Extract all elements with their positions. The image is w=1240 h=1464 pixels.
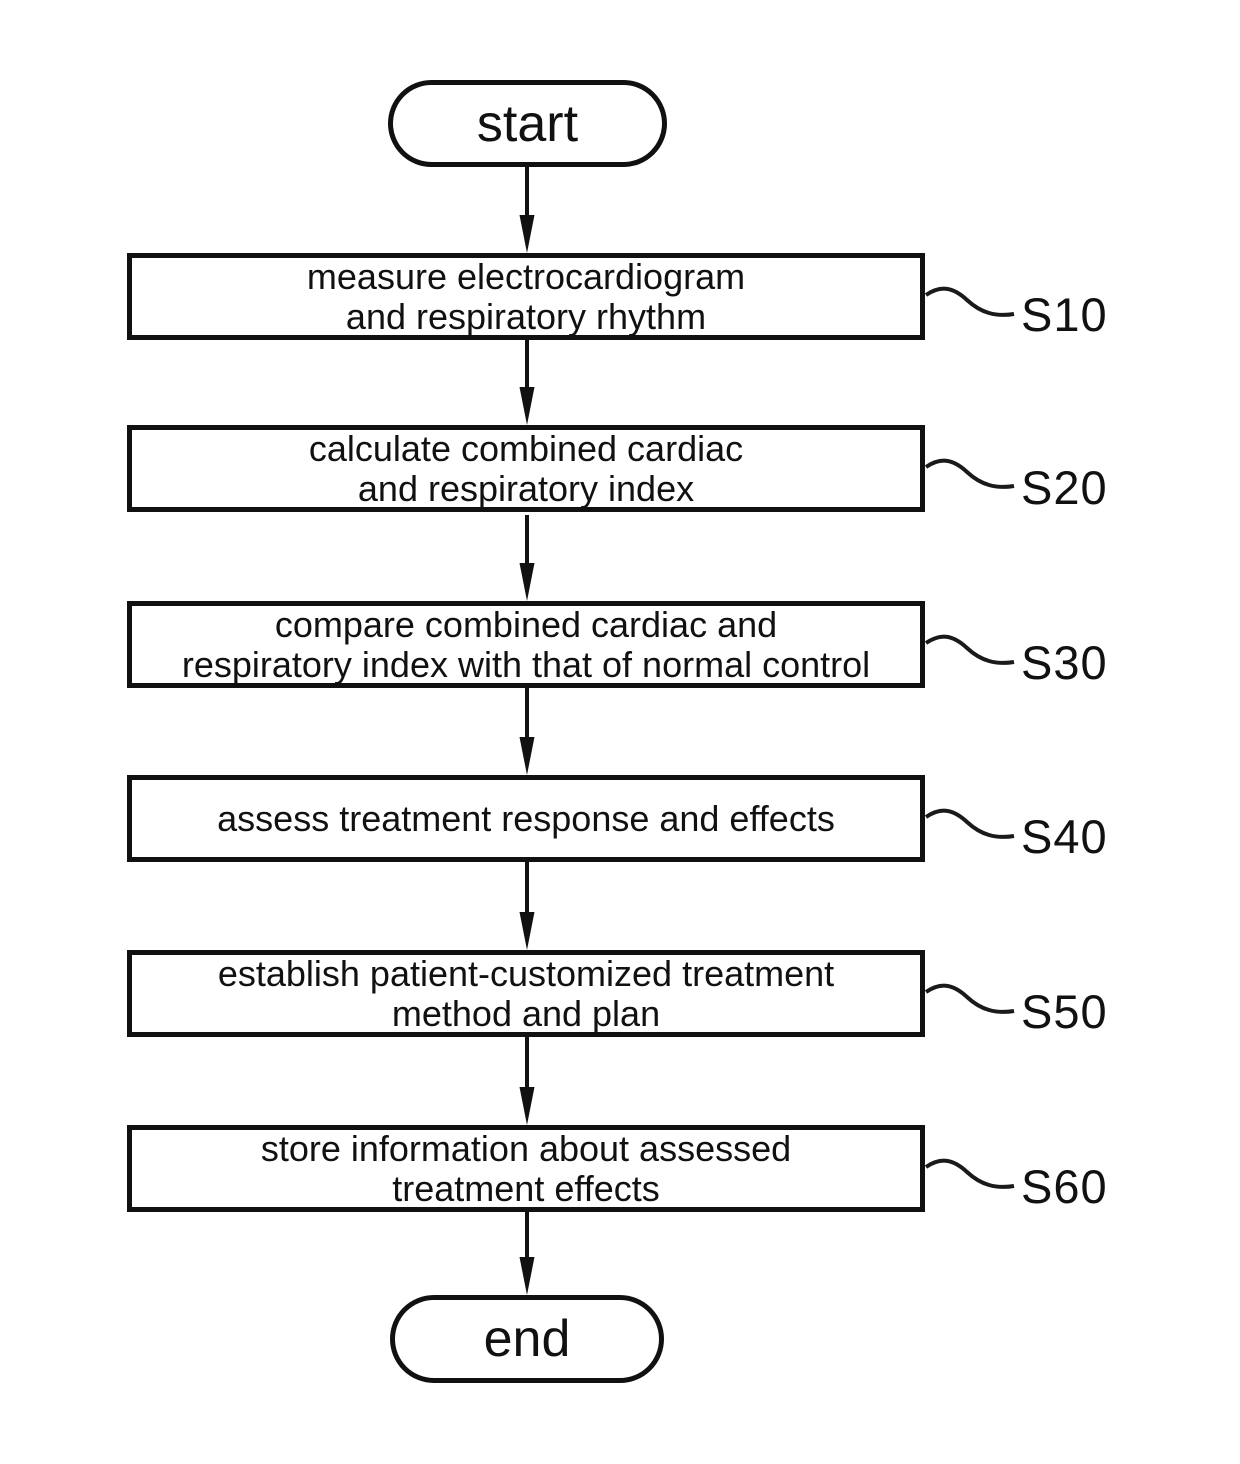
flow-arrow — [519, 340, 535, 425]
flow-arrow — [519, 688, 535, 775]
process-box-text: and respiratory index — [357, 467, 695, 509]
process-box-s20: calculate combined cardiac and respirato… — [127, 425, 925, 512]
step-connector-squiggle — [924, 286, 1015, 317]
flow-arrow — [519, 1210, 535, 1295]
process-box-text: calculate combined cardiac — [308, 427, 744, 469]
step-connector-squiggle — [924, 808, 1015, 839]
process-box-s30: compare combined cardiac and respiratory… — [127, 601, 925, 688]
step-label-s60: S60 — [1021, 1160, 1108, 1213]
step-connector-squiggle — [924, 983, 1015, 1014]
process-box-text: method and plan — [391, 992, 661, 1034]
flow-arrow — [519, 167, 535, 253]
process-box-text: establish patient-customized treatment — [217, 952, 835, 994]
process-box-s10: measure electrocardiogram and respirator… — [127, 253, 925, 340]
process-box-text: compare combined cardiac and — [274, 603, 778, 645]
process-box-s50: establish patient-customized treatment m… — [127, 950, 925, 1037]
step-connector-squiggle — [924, 458, 1015, 489]
process-box-s40: assess treatment response and effects — [127, 775, 925, 862]
flow-arrow — [519, 1037, 535, 1125]
start-node-label: start — [476, 94, 579, 153]
step-connectors — [924, 286, 1015, 1189]
step-label-s10: S10 — [1021, 288, 1108, 341]
start-node: start — [388, 80, 667, 167]
step-connector-squiggle — [924, 634, 1015, 665]
process-box-text: respiratory index with that of normal co… — [181, 643, 871, 685]
process-box-text: treatment effects — [392, 1167, 660, 1209]
process-box-s60: store information about assessed treatme… — [127, 1125, 925, 1212]
process-box-text: store information about assessed — [260, 1127, 792, 1169]
step-label-s40: S40 — [1021, 810, 1108, 863]
process-box-text: and respiratory rhythm — [345, 295, 707, 337]
step-connector-squiggle — [924, 1158, 1015, 1189]
process-box-text: measure electrocardiogram — [306, 255, 746, 297]
process-box-text: assess treatment response and effects — [217, 797, 835, 839]
end-node-label: end — [483, 1310, 571, 1368]
flow-arrow — [519, 515, 535, 601]
flow-arrow — [519, 862, 535, 950]
step-label-s20: S20 — [1021, 461, 1108, 514]
step-label-s30: S30 — [1021, 636, 1108, 689]
step-label-s50: S50 — [1021, 985, 1108, 1038]
end-node: end — [390, 1295, 664, 1383]
